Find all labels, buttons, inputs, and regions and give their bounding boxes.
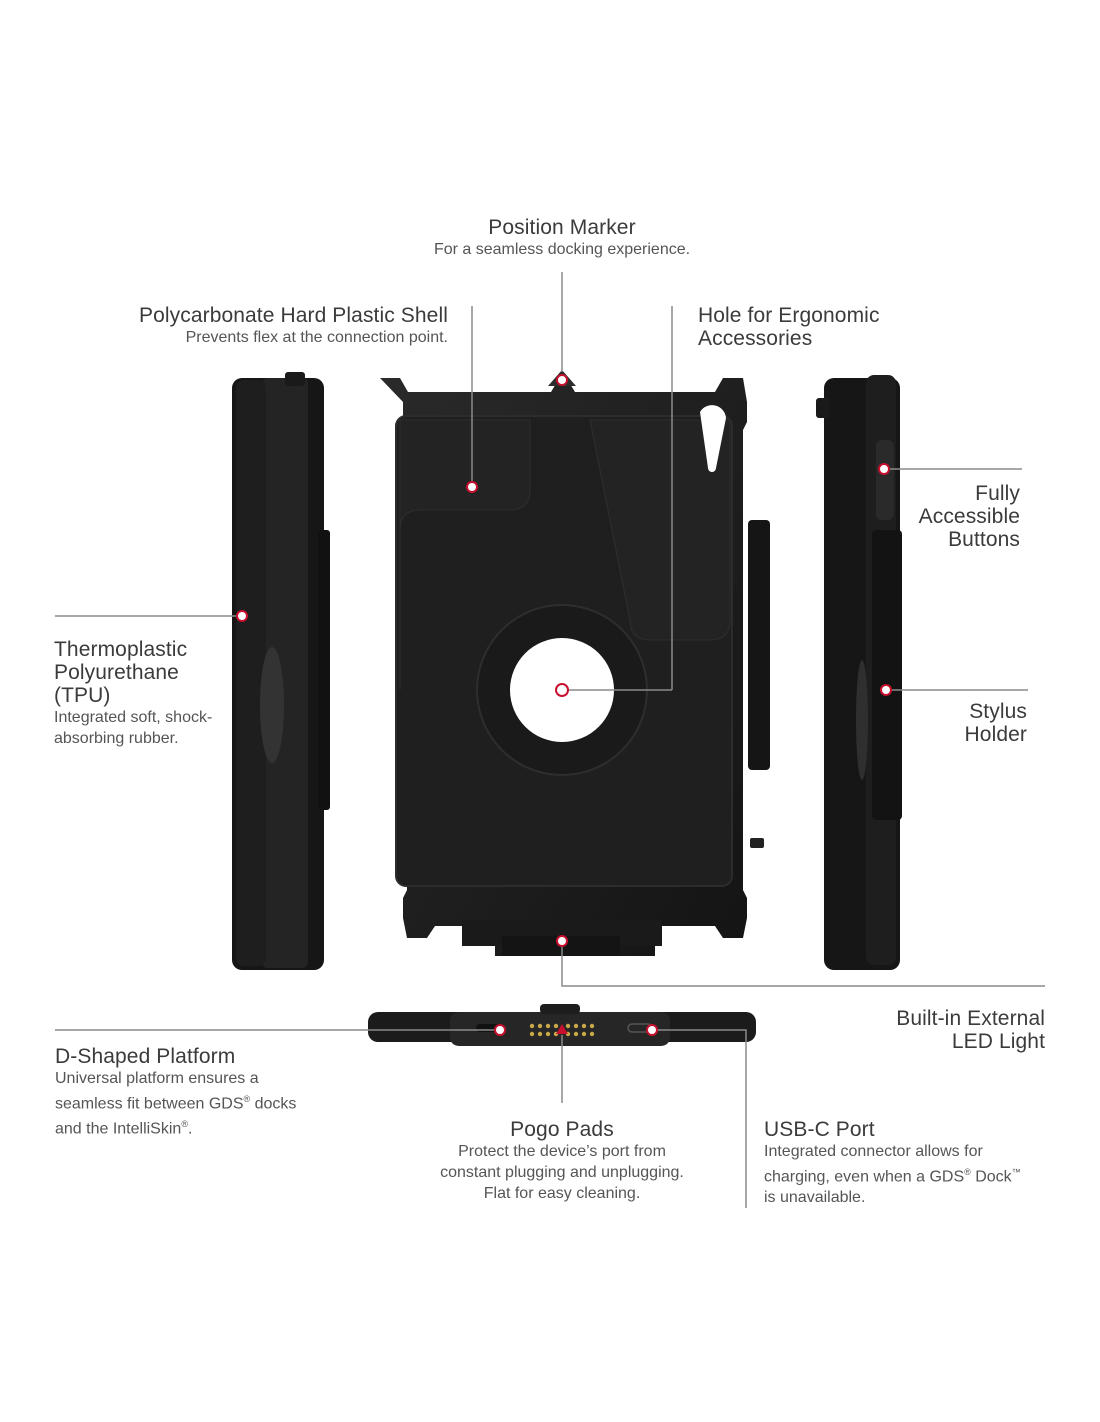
usbc-title: USB-C Port (764, 1118, 875, 1141)
trademark-mark: ™ (1011, 1167, 1021, 1177)
usbc-sub2: charging, even when a GDS® Dock™ (764, 1162, 1064, 1187)
platform-sub3: and the IntelliSkin®. (55, 1114, 355, 1139)
pogo-marker (556, 1024, 568, 1034)
registered-mark: ® (243, 1094, 251, 1104)
callout-polycarbonate: Polycarbonate Hard Plastic Shell Prevent… (90, 304, 448, 348)
callout-stylus-holder: Stylus Holder (900, 700, 1027, 746)
platform-sub3-tail: . (187, 1120, 193, 1138)
buttons-line2: Accessible (918, 505, 1020, 528)
usbc-sub2-text: charging, even when a GDS (764, 1168, 965, 1186)
tpu-sub2: absorbing rubber. (54, 730, 179, 747)
tpu-line1: Thermoplastic (54, 638, 188, 661)
registered-mark: ® (181, 1119, 188, 1130)
pogo-sub3: Flat for easy cleaning. (483, 1185, 641, 1202)
leader-lines (55, 272, 1045, 1208)
usbc-sub2-dock: Dock (970, 1168, 1012, 1186)
callout-pogo-pads: Pogo Pads Protect the device’s port from… (412, 1118, 712, 1204)
pogo-sub1: Protect the device’s port from (458, 1143, 666, 1160)
stylus-line1: Stylus (969, 700, 1027, 723)
callout-position-marker: Position Marker For a seamless docking e… (400, 216, 724, 260)
buttons-line3: Buttons (948, 528, 1020, 551)
platform-sub3-text: and the IntelliSkin (55, 1120, 182, 1138)
pogo-title: Pogo Pads (510, 1118, 614, 1141)
polycarbonate-subtitle: Prevents flex at the connection point. (185, 329, 448, 346)
polycarbonate-title: Polycarbonate Hard Plastic Shell (138, 304, 448, 327)
callout-tpu: Thermoplastic Polyurethane (TPU) Integra… (54, 638, 244, 749)
led-line2: LED Light (951, 1030, 1045, 1053)
platform-sub2-text: seamless fit between GDS (55, 1095, 244, 1113)
callout-ergonomic-hole: Hole for Ergonomic Accessories (698, 304, 958, 350)
platform-sub2-tail: docks (250, 1095, 297, 1113)
ergonomic-title-line1: Hole for Ergonomic (698, 304, 880, 327)
ergonomic-title-line2: Accessories (698, 327, 813, 350)
tpu-line2: Polyurethane (54, 661, 179, 684)
position-marker-title: Position Marker (488, 216, 636, 239)
led-line1: Built-in External (896, 1007, 1045, 1030)
callout-led-light: Built-in External LED Light (845, 1007, 1045, 1053)
callout-accessible-buttons: Fully Accessible Buttons (880, 482, 1020, 551)
callout-d-shaped-platform: D-Shaped Platform Universal platform ens… (55, 1045, 355, 1140)
buttons-line1: Fully (975, 482, 1020, 505)
case-right-view (816, 375, 902, 970)
tpu-sub1: Integrated soft, shock- (54, 709, 213, 726)
case-left-view (232, 372, 330, 970)
position-marker-subtitle: For a seamless docking experience. (433, 241, 691, 258)
registered-mark: ® (964, 1167, 971, 1177)
stylus-line2: Holder (964, 723, 1027, 746)
platform-sub2: seamless fit between GDS® docks (55, 1089, 355, 1114)
usbc-sub3: is unavailable. (764, 1189, 866, 1207)
case-back-view (380, 370, 770, 956)
tpu-line3: (TPU) (54, 684, 111, 707)
platform-sub1: Universal platform ensures a (55, 1070, 259, 1087)
callout-markers (236, 374, 892, 1036)
platform-title: D-Shaped Platform (55, 1045, 236, 1068)
usbc-sub1: Integrated connector allows for (764, 1143, 983, 1160)
callout-usb-c-port: USB-C Port Integrated connector allows f… (764, 1118, 1064, 1208)
pogo-sub2: constant plugging and unplugging. (440, 1164, 684, 1181)
